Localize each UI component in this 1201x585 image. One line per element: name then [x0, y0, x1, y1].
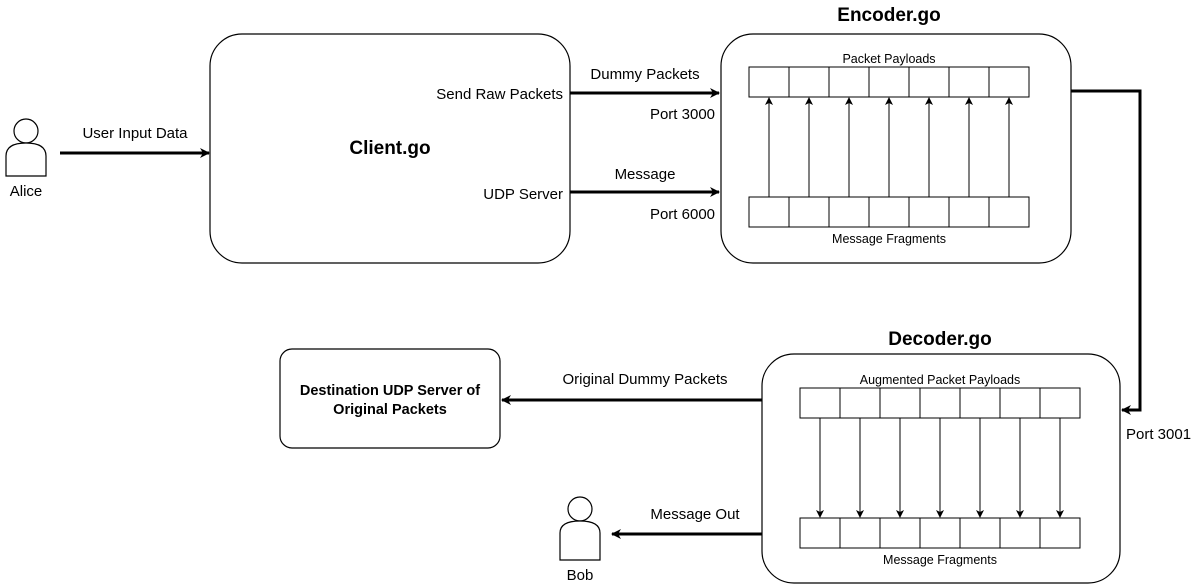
decoder-payload-cell [999, 387, 1041, 419]
decoder-fragment-cell [1039, 517, 1081, 549]
decoder-fragment-cell [959, 517, 1001, 549]
decoder-fragment-cells [799, 517, 1081, 549]
decoder-top-row-label: Augmented Packet Payloads [860, 373, 1021, 387]
encoder-to-decoder-arrow [1071, 89, 1142, 415]
decoder-payload-cells [799, 387, 1081, 419]
decoder-payload-cell [839, 387, 881, 419]
port-6000-label: Port 6000 [650, 206, 715, 223]
encoder-fragment-cell [948, 196, 990, 228]
encoder-fragment-cell [988, 196, 1030, 228]
alice-label: Alice [10, 183, 43, 200]
encoder-payload-cell [748, 66, 790, 98]
decoder-title: Decoder.go [888, 329, 991, 350]
client-title: Client.go [349, 138, 430, 159]
alice-actor-icon [5, 118, 47, 177]
bob-label: Bob [567, 567, 594, 584]
decoder-bottom-row-label: Message Fragments [883, 553, 997, 567]
decoder-fragment-arrows [816, 418, 1064, 518]
decoder-fragment-cell [999, 517, 1041, 549]
message-out-label: Message Out [650, 506, 740, 523]
decoder-payload-cell [799, 387, 841, 419]
encoder-payload-cell [788, 66, 830, 98]
decoder-payload-cell [879, 387, 921, 419]
encoder-fragment-cell [908, 196, 950, 228]
encoder-fragment-cell [868, 196, 910, 228]
decoder-payload-cell [959, 387, 1001, 419]
decoder-fragment-cell [799, 517, 841, 549]
user-input-label: User Input Data [82, 125, 188, 142]
encoder-fragment-cells [748, 196, 1030, 228]
bob-actor-icon [559, 496, 601, 561]
encoder-payload-cell [948, 66, 990, 98]
encoder-fragment-cell [748, 196, 790, 228]
port-3000-label: Port 3000 [650, 106, 715, 123]
port-3001-label: Port 3001 [1126, 426, 1191, 443]
encoder-top-row-label: Packet Payloads [842, 52, 935, 66]
encoder-payload-cell [868, 66, 910, 98]
destination-line1: Destination UDP Server of [300, 383, 480, 399]
udp-server-label: UDP Server [483, 186, 563, 203]
decoder-payload-cell [919, 387, 961, 419]
encoder-payload-cell [828, 66, 870, 98]
destination-line2: Original Packets [333, 402, 447, 418]
dummy-packets-label: Dummy Packets [590, 66, 699, 83]
destination-server-box [279, 348, 501, 449]
decoder-fragment-cell [839, 517, 881, 549]
encoder-payload-cells [748, 66, 1030, 98]
decoder-fragment-cell [919, 517, 961, 549]
decoder-fragment-cell [879, 517, 921, 549]
encoder-title: Encoder.go [837, 5, 940, 26]
send-raw-packets-label: Send Raw Packets [436, 86, 563, 103]
client-box [209, 33, 571, 264]
encoder-payload-cell [908, 66, 950, 98]
encoder-fragment-arrows [765, 97, 1013, 197]
encoder-fragment-cell [788, 196, 830, 228]
encoder-fragment-cell [828, 196, 870, 228]
encoder-payload-cell [988, 66, 1030, 98]
original-dummy-label: Original Dummy Packets [562, 371, 727, 388]
message-label: Message [615, 166, 676, 183]
encoder-bottom-row-label: Message Fragments [832, 232, 946, 246]
decoder-payload-cell [1039, 387, 1081, 419]
